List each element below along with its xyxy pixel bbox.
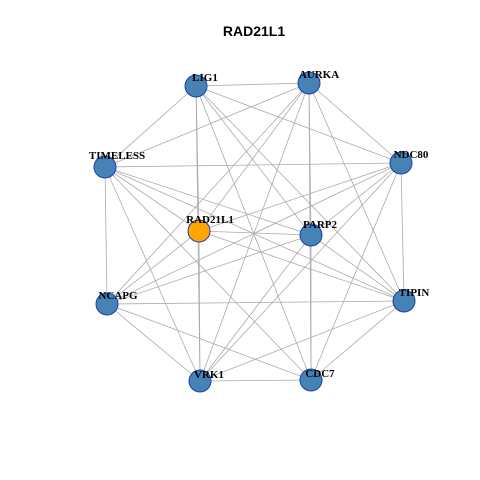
node-label-ncapg: NCAPG xyxy=(98,290,138,302)
node-timeless[interactable] xyxy=(93,155,117,179)
edge-tipin-vrk1 xyxy=(199,300,405,382)
edge-rad21l1-vrk1 xyxy=(198,230,201,382)
edge-rad21l1-parp2 xyxy=(198,230,312,236)
node-label-aurka: AURKA xyxy=(299,69,339,81)
edge-lig1-tipin xyxy=(195,85,405,302)
edge-rad21l1-ncapg xyxy=(106,230,200,305)
edge-rad21l1-tipin xyxy=(198,230,405,302)
node-label-tipin: TIPIN xyxy=(399,287,430,299)
edge-timeless-tipin xyxy=(104,166,405,302)
edge-aurka-vrk1 xyxy=(199,82,310,382)
edge-vrk1-cdc7 xyxy=(199,379,312,382)
node-parp2[interactable] xyxy=(299,223,323,247)
edge-tipin-cdc7 xyxy=(310,300,405,381)
edge-lig1-ndc80 xyxy=(195,85,402,164)
node-label-rad21l1: RAD21L1 xyxy=(186,214,234,226)
edge-parp2-tipin xyxy=(310,234,405,302)
edge-timeless-cdc7 xyxy=(104,166,312,381)
edge-ncapg-vrk1 xyxy=(106,303,201,382)
edge-lig1-parp2 xyxy=(195,85,312,236)
node-ndc80[interactable] xyxy=(389,151,413,175)
edge-aurka-timeless xyxy=(104,82,310,168)
edge-ncapg-tipin xyxy=(106,300,405,305)
node-label-lig1: LIG1 xyxy=(192,72,218,84)
edge-lig1-rad21l1 xyxy=(195,85,200,232)
edge-parp2-ncapg xyxy=(106,234,312,305)
edge-aurka-tipin xyxy=(308,82,405,302)
node-label-vrk1: VRK1 xyxy=(194,369,224,381)
edge-ndc80-rad21l1 xyxy=(198,162,402,232)
node-label-timeless: TIMELESS xyxy=(89,150,145,162)
edge-aurka-ndc80 xyxy=(308,82,402,164)
edge-ndc80-vrk1 xyxy=(199,162,402,382)
node-ncapg[interactable] xyxy=(95,292,119,316)
edge-timeless-ncapg xyxy=(104,166,108,305)
edge-ndc80-parp2 xyxy=(310,162,402,236)
node-label-cdc7: CDC7 xyxy=(305,368,335,380)
node-label-parp2: PARP2 xyxy=(303,219,338,231)
node-vrk1[interactable] xyxy=(188,369,212,393)
edge-timeless-parp2 xyxy=(104,166,312,236)
edge-lig1-timeless xyxy=(104,85,197,168)
edge-ndc80-cdc7 xyxy=(310,162,402,381)
edge-timeless-rad21l1 xyxy=(104,166,200,232)
node-layer xyxy=(93,71,416,393)
edge-timeless-vrk1 xyxy=(104,166,201,382)
node-tipin[interactable] xyxy=(392,289,416,313)
node-aurka[interactable] xyxy=(297,71,321,95)
node-lig1[interactable] xyxy=(184,74,208,98)
edge-lig1-aurka xyxy=(195,82,310,87)
edge-aurka-ncapg xyxy=(106,82,310,305)
chart-title: RAD21L1 xyxy=(223,23,285,39)
node-rad21l1[interactable] xyxy=(187,219,211,243)
edge-timeless-ndc80 xyxy=(104,162,402,168)
edge-parp2-vrk1 xyxy=(199,234,312,382)
node-cdc7[interactable] xyxy=(299,368,323,392)
node-label-ndc80: NDC80 xyxy=(394,149,429,161)
edge-ndc80-ncapg xyxy=(106,162,402,305)
edge-layer xyxy=(104,82,405,382)
edge-ncapg-cdc7 xyxy=(106,303,312,381)
edge-aurka-rad21l1 xyxy=(198,82,310,232)
edge-ndc80-tipin xyxy=(400,162,405,302)
